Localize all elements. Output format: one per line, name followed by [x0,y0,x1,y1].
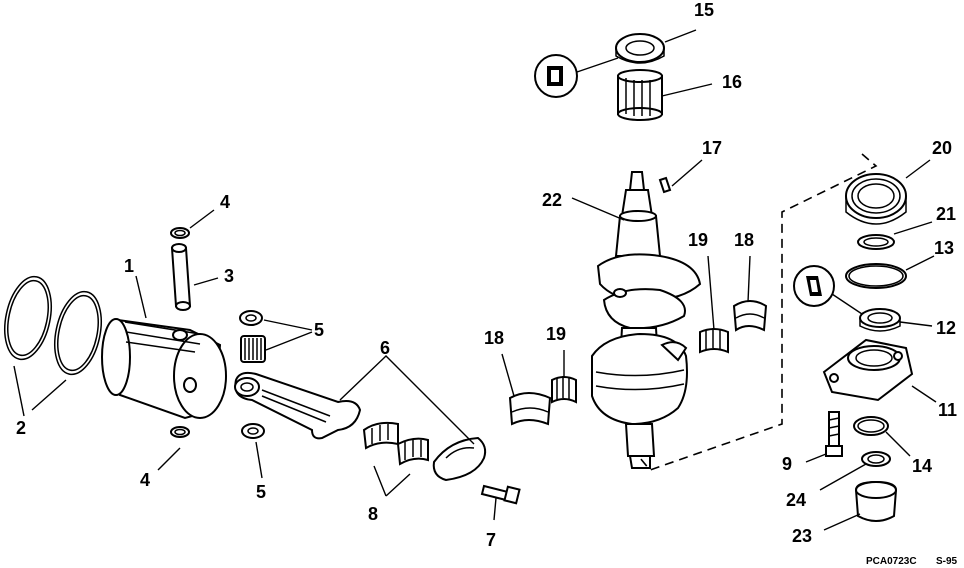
label-part-23: 23 [792,526,812,546]
housing-o-ring [853,416,889,436]
rod-bearing-cage-upper [362,421,399,450]
connecting-rod-cap [432,436,487,482]
label-part-21: 21 [936,204,956,224]
piston [101,318,227,420]
main-bearing-cage-right [732,300,768,332]
label-part-22: 22 [542,190,562,210]
label-part-7: 7 [486,530,496,550]
label-part-14: 14 [912,456,932,476]
drawing-code: PCA0723C [866,556,917,567]
crankshaft-seal-upper [615,33,665,64]
crankshaft-seal-lower [859,308,901,332]
main-bearing-roller-left [551,376,577,404]
needle-bearing-upper [617,69,663,121]
label-part-2: 2 [16,418,26,438]
label-part-13: 13 [934,238,954,258]
ball-bearing [845,173,907,225]
label-part-3: 3 [224,266,234,286]
label-part-5-top: 5 [314,320,324,340]
o-ring [845,263,907,289]
drawing-date: S-95 [936,556,958,567]
sealant-callout-top [534,54,619,98]
label-part-15: 15 [694,0,714,20]
label-part-24: 24 [786,490,806,510]
crankshaft-key [658,176,672,194]
assembly-bracket-dashed [639,153,878,471]
label-part-17: 17 [702,138,722,158]
label-part-9: 9 [782,454,792,474]
needle-bearing-small-end [240,335,266,363]
main-bearing-cage-left [508,392,552,426]
lower-seal-washer [861,451,891,467]
label-part-18-right: 18 [734,230,754,250]
label-part-8: 8 [368,504,378,524]
label-part-20: 20 [932,138,952,158]
rod-bearing-cage-lower [396,437,429,466]
rod-cap-screw [480,484,521,505]
label-part-4-bottom: 4 [140,470,150,490]
label-part-1: 1 [124,256,134,276]
pin-retaining-clip-bottom [170,426,190,438]
retaining-ring [857,234,895,250]
lower-bearing-cup [854,480,898,522]
label-part-16: 16 [722,72,742,92]
label-part-5-bottom: 5 [256,482,266,502]
label-part-19-right: 19 [688,230,708,250]
connecting-rod [234,371,362,440]
crankshaft [591,171,702,469]
sealant-callout-bottom [793,265,863,315]
wrist-pin [170,243,192,311]
main-bearing-roller-right [699,328,729,354]
label-part-19-left: 19 [546,324,566,344]
leader-lines [13,29,937,531]
label-part-4-top: 4 [220,192,230,212]
label-part-6: 6 [380,338,390,358]
pin-retaining-clip-top [170,227,190,239]
lower-bearing-housing [822,338,914,402]
label-part-12: 12 [936,318,956,338]
thrust-washer-bottom [241,423,265,439]
label-part-18-left: 18 [484,328,504,348]
housing-screw [825,411,843,457]
label-part-11: 11 [938,400,957,420]
piston-rings [4,275,102,376]
thrust-washer-top [239,310,263,326]
